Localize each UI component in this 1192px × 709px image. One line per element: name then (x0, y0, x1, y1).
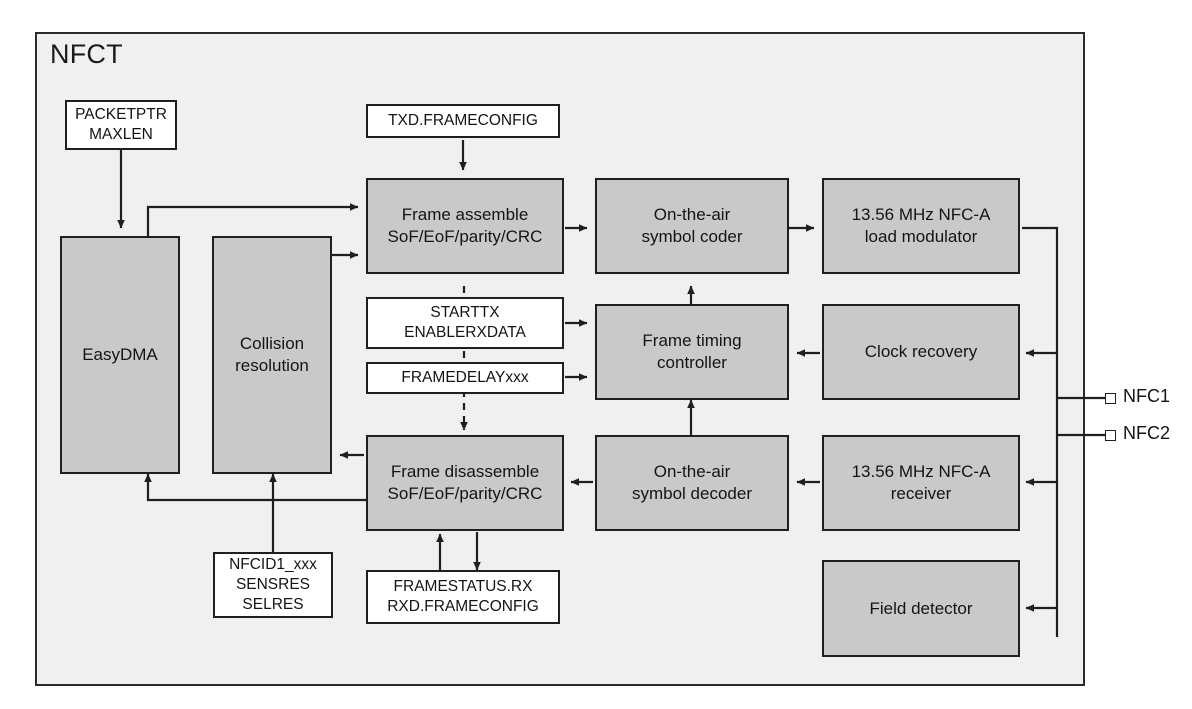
block-easydma-label: EasyDMA (82, 345, 158, 365)
nfc1-pin-icon[interactable] (1105, 393, 1116, 404)
block-field-detector[interactable]: Field detector (822, 560, 1020, 657)
block-easydma[interactable]: EasyDMA (60, 236, 180, 474)
nfct-title: NFCT (50, 39, 123, 69)
block-field-detector-label: Field detector (869, 598, 973, 618)
block-clock-recovery[interactable]: Clock recovery (822, 304, 1020, 400)
register-framedelayxxx-label: FRAMEDELAYxxx (401, 369, 529, 387)
block-clock-recovery-label: Clock recovery (864, 342, 978, 362)
register-framedelayxxx[interactable]: FRAMEDELAYxxx (366, 362, 564, 394)
register-txd-frameconfig[interactable]: TXD.FRAMECONFIG (366, 104, 560, 138)
register-txd-frameconfig-label: TXD.FRAMECONFIG (388, 112, 538, 130)
nfc2-pin-icon[interactable] (1105, 430, 1116, 441)
nfc2-pin-label: NFC2 (1123, 423, 1171, 443)
nfc1-pin-label: NFC1 (1123, 386, 1171, 406)
